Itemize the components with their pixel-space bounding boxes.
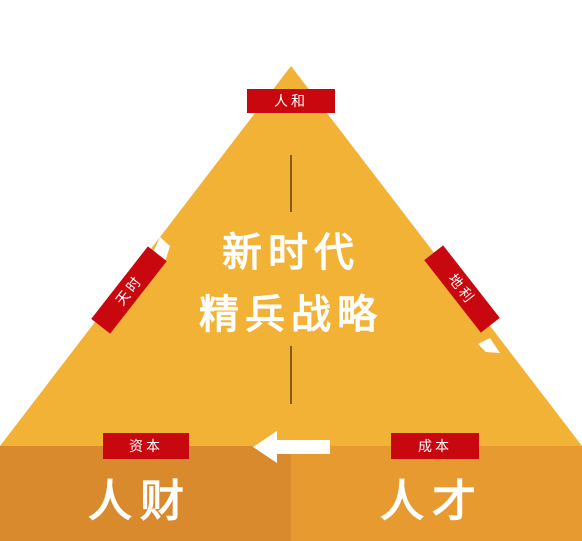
center-title-line2: 精兵战略 [199, 292, 383, 338]
base-left-text: 人财 [88, 476, 192, 527]
label-base-left: 资本 [103, 433, 189, 459]
label-top-text: 人和 [274, 94, 308, 110]
base-right-band [291, 446, 582, 541]
pyramid-triangle [0, 66, 582, 446]
label-top: 人和 [247, 89, 335, 113]
label-base-right-text: 成本 [418, 439, 452, 455]
center-title-line1: 新时代 [222, 230, 360, 276]
base-left-band [0, 446, 291, 541]
right-notch [478, 338, 500, 353]
arrow-left-icon [253, 431, 330, 463]
label-base-right: 成本 [391, 433, 479, 459]
label-base-left-text: 资本 [129, 439, 163, 455]
base-right-text: 人才 [380, 476, 484, 527]
